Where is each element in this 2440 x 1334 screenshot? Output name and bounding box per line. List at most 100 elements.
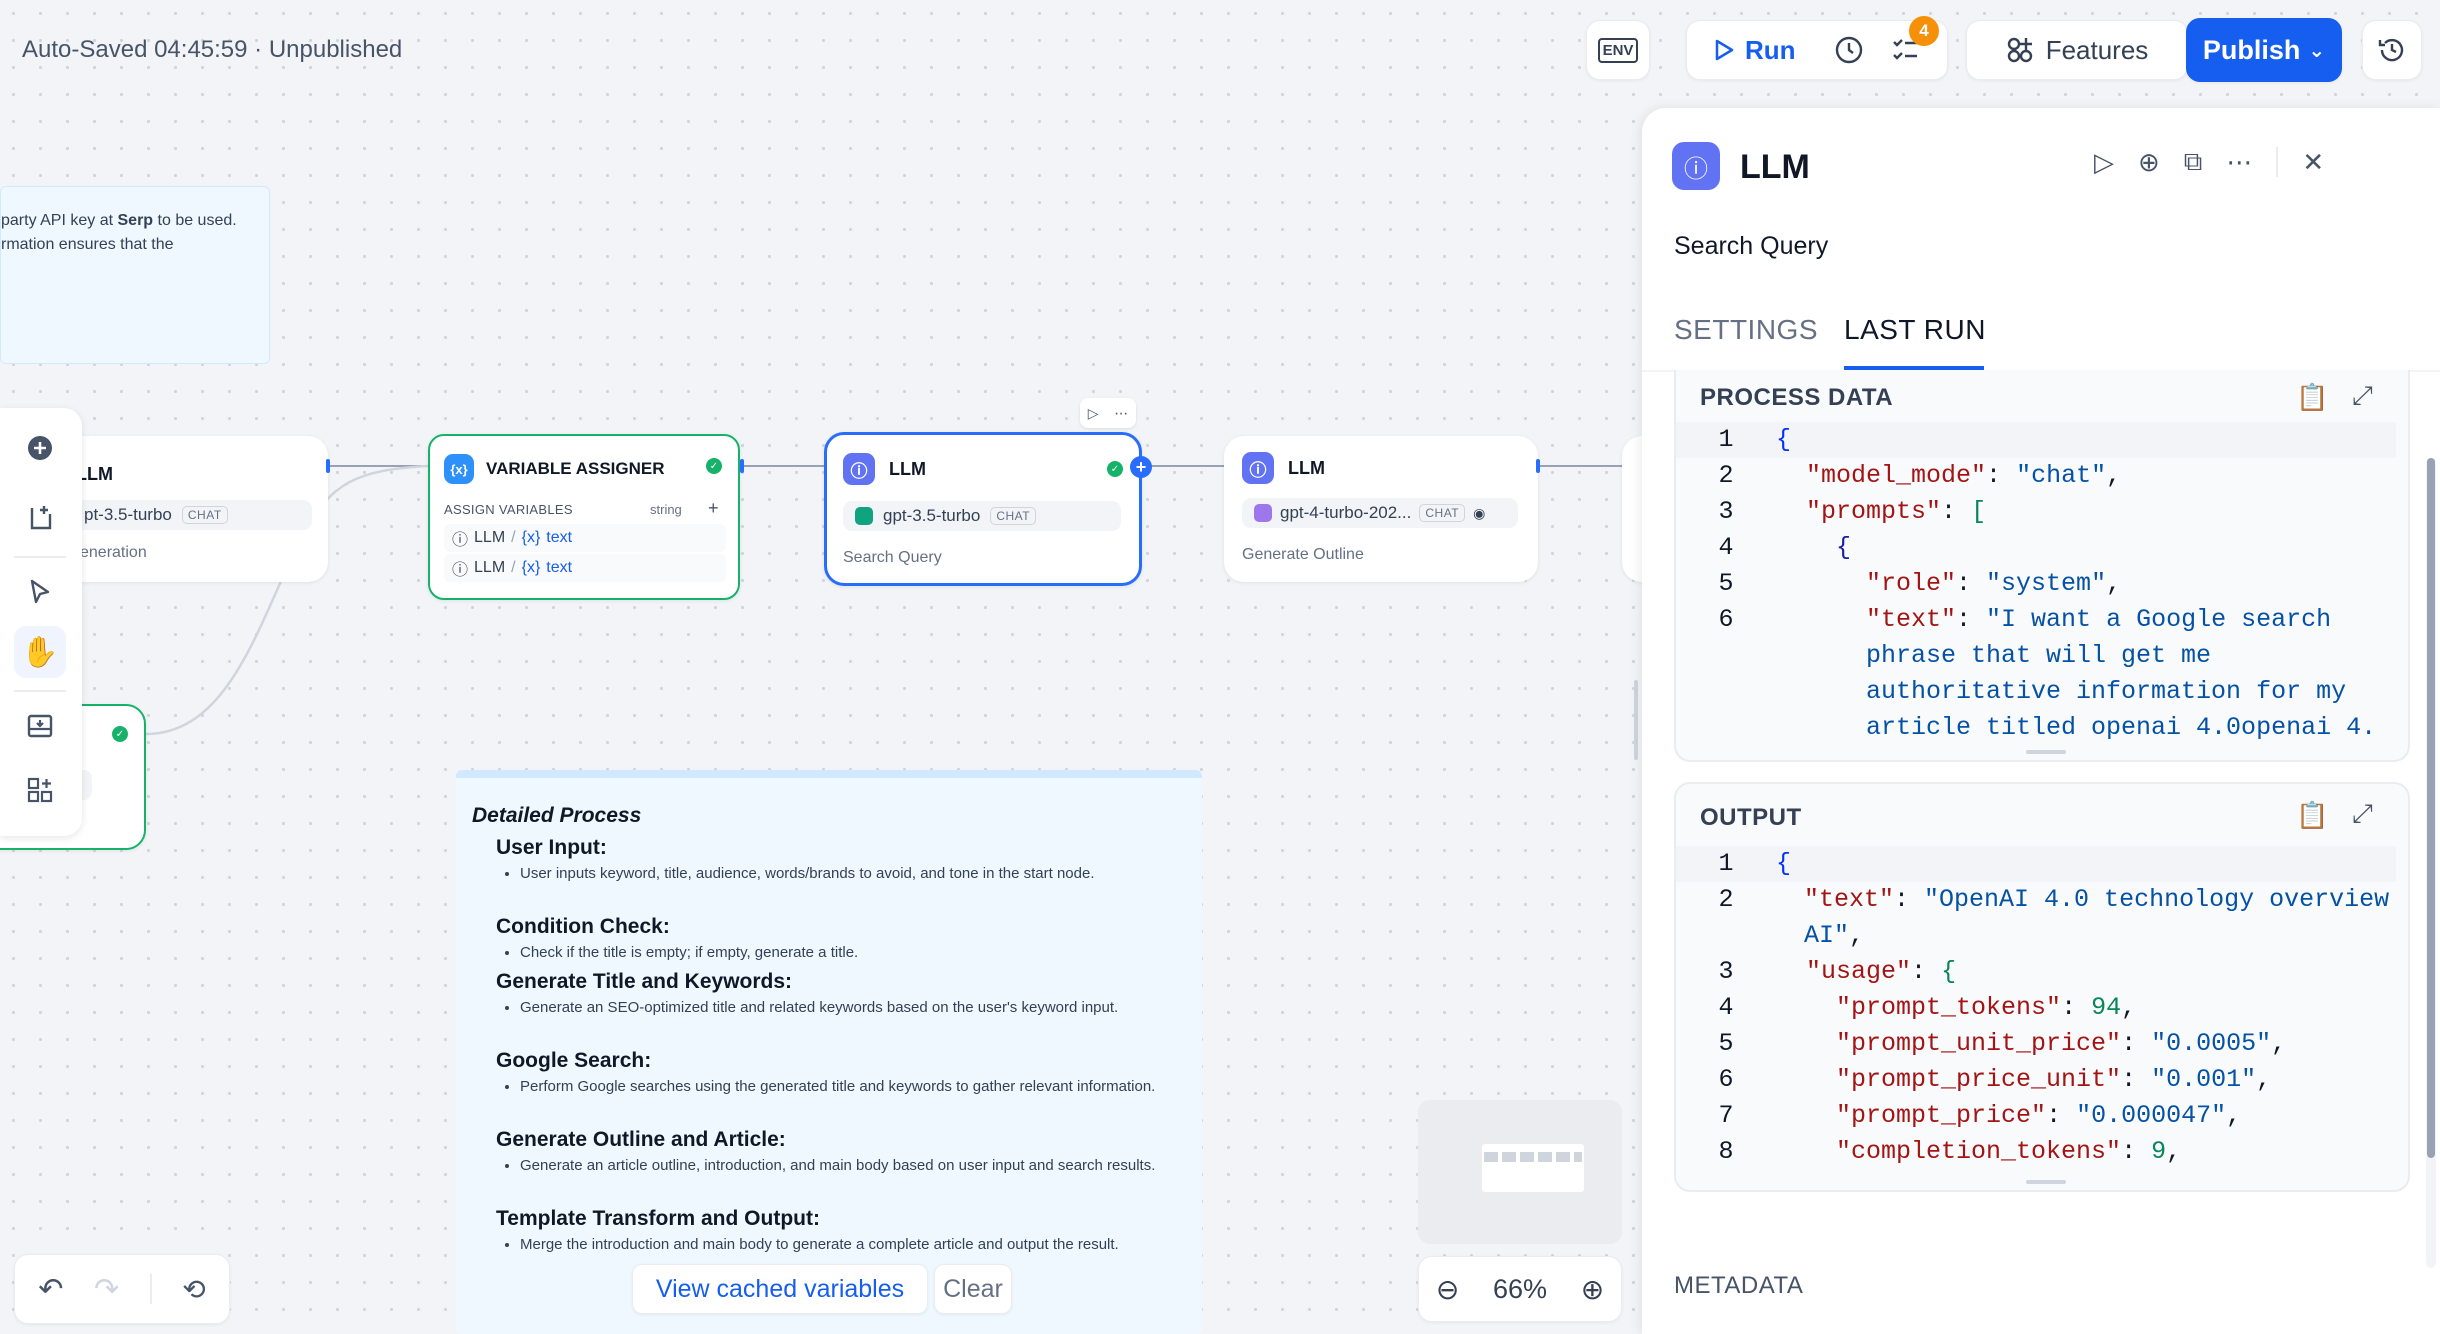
run-history-button[interactable]	[1827, 28, 1871, 72]
process-section: Generate Outline and Article:Generate an…	[496, 1128, 1186, 1207]
panel-actions: ▷ ⊕ ⧉ ⋯ ✕	[2094, 146, 2324, 178]
llm-node-generate-outline[interactable]: ⓘ LLM gpt-4-turbo-202...CHAT◉ Generate O…	[1224, 436, 1538, 582]
locate-icon[interactable]: ⊕	[2138, 146, 2160, 177]
detailed-process-note[interactable]: Detailed Process User Input:User inputs …	[456, 770, 1202, 1334]
add-node-tool[interactable]	[14, 422, 66, 474]
output-port[interactable]	[1536, 459, 1540, 473]
section-bullet: Generate an SEO-optimized title and rela…	[520, 996, 1186, 1019]
zoom-out-icon[interactable]: ⊖	[1435, 1273, 1460, 1305]
features-button[interactable]: Features	[1966, 20, 2188, 80]
output-label: OUTPUT	[1700, 804, 1802, 831]
organize-tool[interactable]	[14, 764, 66, 816]
copy-icon[interactable]: 📋	[2296, 382, 2329, 412]
node-action-bar: ▷⋯	[1080, 398, 1136, 428]
node-title: LLM	[889, 458, 926, 479]
add-variable-icon[interactable]: +	[708, 498, 719, 518]
more-icon[interactable]: ⋯	[1114, 404, 1129, 421]
active-tab-indicator	[1844, 366, 1984, 370]
tab-last-run[interactable]: LAST RUN	[1844, 314, 1986, 345]
model-name: pt-3.5-turbo	[84, 505, 172, 524]
chat-tag: CHAT	[990, 507, 1037, 525]
image-export-icon	[27, 714, 53, 738]
assign-variables-label: ASSIGN VARIABLES	[444, 502, 573, 517]
row-var: text	[546, 559, 573, 576]
output-code[interactable]: 1{ 2"text": "OpenAI 4.0 technology overv…	[1676, 846, 2396, 1170]
publish-button[interactable]: Publish ⌄	[2186, 18, 2342, 82]
run-step-icon[interactable]: ▷	[2094, 146, 2114, 177]
eye-icon: ◉	[1473, 504, 1486, 521]
llm-small-icon: ⓘ	[452, 562, 469, 579]
clear-button[interactable]: Clear	[934, 1264, 1012, 1314]
run-button[interactable]: Run	[1687, 35, 1807, 66]
copy-icon[interactable]: 📋	[2296, 800, 2329, 830]
undo-redo-bar: ↶ ↷ ⟲	[14, 1254, 230, 1324]
variable-assigner-node[interactable]: {x} VARIABLE ASSIGNER ✓ ASSIGN VARIABLES…	[428, 434, 740, 600]
llm-icon: ⓘ	[843, 453, 875, 485]
close-icon[interactable]: ✕	[2302, 146, 2325, 177]
save-status: Auto-Saved 04:45:59 · Unpublished	[22, 36, 403, 63]
chevron-down-icon: ⌄	[2308, 39, 2326, 62]
version-history-button[interactable]	[2362, 20, 2422, 80]
process-section: Generate Title and Keywords:Generate an …	[496, 970, 1186, 1049]
run-node-icon[interactable]: ▷	[1087, 404, 1099, 421]
process-section: Condition Check:Check if the title is em…	[496, 915, 1186, 970]
view-cached-variables-button[interactable]: View cached variables	[632, 1264, 928, 1314]
section-bullet: Generate an article outline, introductio…	[520, 1154, 1186, 1177]
history-icon[interactable]: ⟲	[182, 1273, 206, 1305]
env-button[interactable]: ENV	[1586, 20, 1650, 80]
success-icon: ✓	[1107, 461, 1123, 477]
note-text-2: to be used.	[153, 212, 237, 229]
output-port[interactable]	[740, 459, 744, 473]
process-data-label: PROCESS DATA	[1700, 384, 1894, 411]
plus-circle-icon	[28, 436, 52, 460]
note-title: Detailed Process	[472, 804, 642, 827]
resize-grip[interactable]	[2026, 750, 2066, 754]
grid-icon	[27, 777, 53, 803]
expand-icon[interactable]: ⤢	[2352, 380, 2373, 410]
panel-scrollbar[interactable]	[2426, 458, 2436, 1268]
cursor-icon	[30, 579, 50, 604]
node-detail-panel: ⓘ LLM ▷ ⊕ ⧉ ⋯ ✕ Search Query SETTINGS LA…	[1642, 108, 2440, 1334]
variable-x-icon: {x}	[521, 529, 541, 546]
zoom-controls: ⊖ 66% ⊕	[1418, 1256, 1622, 1322]
note-bold-serp: Serp	[117, 212, 154, 229]
export-image-tool[interactable]	[14, 700, 66, 752]
output-port[interactable]	[326, 459, 330, 473]
run-label: Run	[1745, 34, 1796, 65]
scrollbar-thumb[interactable]	[2427, 458, 2435, 1158]
row-var: text	[546, 529, 573, 546]
add-note-tool[interactable]	[14, 492, 66, 544]
success-icon: ✓	[706, 458, 722, 474]
zoom-in-icon[interactable]: ⊕	[1580, 1273, 1605, 1305]
undo-icon[interactable]: ↶	[38, 1272, 64, 1306]
docs-book-icon[interactable]: ⧉	[2183, 146, 2203, 176]
process-data-code[interactable]: 1{ 2 "model_mode": "chat", 3 "prompts": …	[1676, 422, 2396, 746]
section-heading: Template Transform and Output	[496, 1207, 813, 1230]
pointer-tool[interactable]	[14, 566, 66, 618]
panel-description[interactable]: Search Query	[1674, 232, 1829, 260]
type-label: string	[650, 502, 682, 517]
expand-icon[interactable]: ⤢	[2352, 798, 2373, 828]
top-note[interactable]: party API key at Serp to be used. rmatio…	[0, 186, 270, 364]
chat-tag: CHAT	[1419, 504, 1466, 522]
more-icon[interactable]: ⋯	[2226, 146, 2253, 177]
resize-grip[interactable]	[2026, 1180, 2066, 1184]
note-add-icon	[30, 506, 52, 530]
panel-resize-handle[interactable]	[1634, 680, 1638, 760]
add-next-node-button[interactable]: +	[1130, 456, 1152, 478]
panel-title[interactable]: LLM	[1740, 148, 1810, 186]
redo-icon[interactable]: ↷	[93, 1272, 120, 1306]
metadata-label[interactable]: METADATA	[1674, 1272, 1804, 1299]
row-node: LLM	[474, 529, 506, 546]
tab-settings[interactable]: SETTINGS	[1674, 314, 1819, 345]
checklist-badge: 4	[1909, 16, 1939, 46]
llm-small-icon: ⓘ	[452, 532, 469, 549]
checklist-button[interactable]: 4	[1883, 16, 1939, 72]
hand-tool[interactable]: ✋	[14, 626, 66, 678]
minimap[interactable]	[1418, 1100, 1622, 1244]
env-icon: ENV	[1597, 37, 1639, 63]
zoom-level[interactable]: 66%	[1492, 1273, 1548, 1304]
